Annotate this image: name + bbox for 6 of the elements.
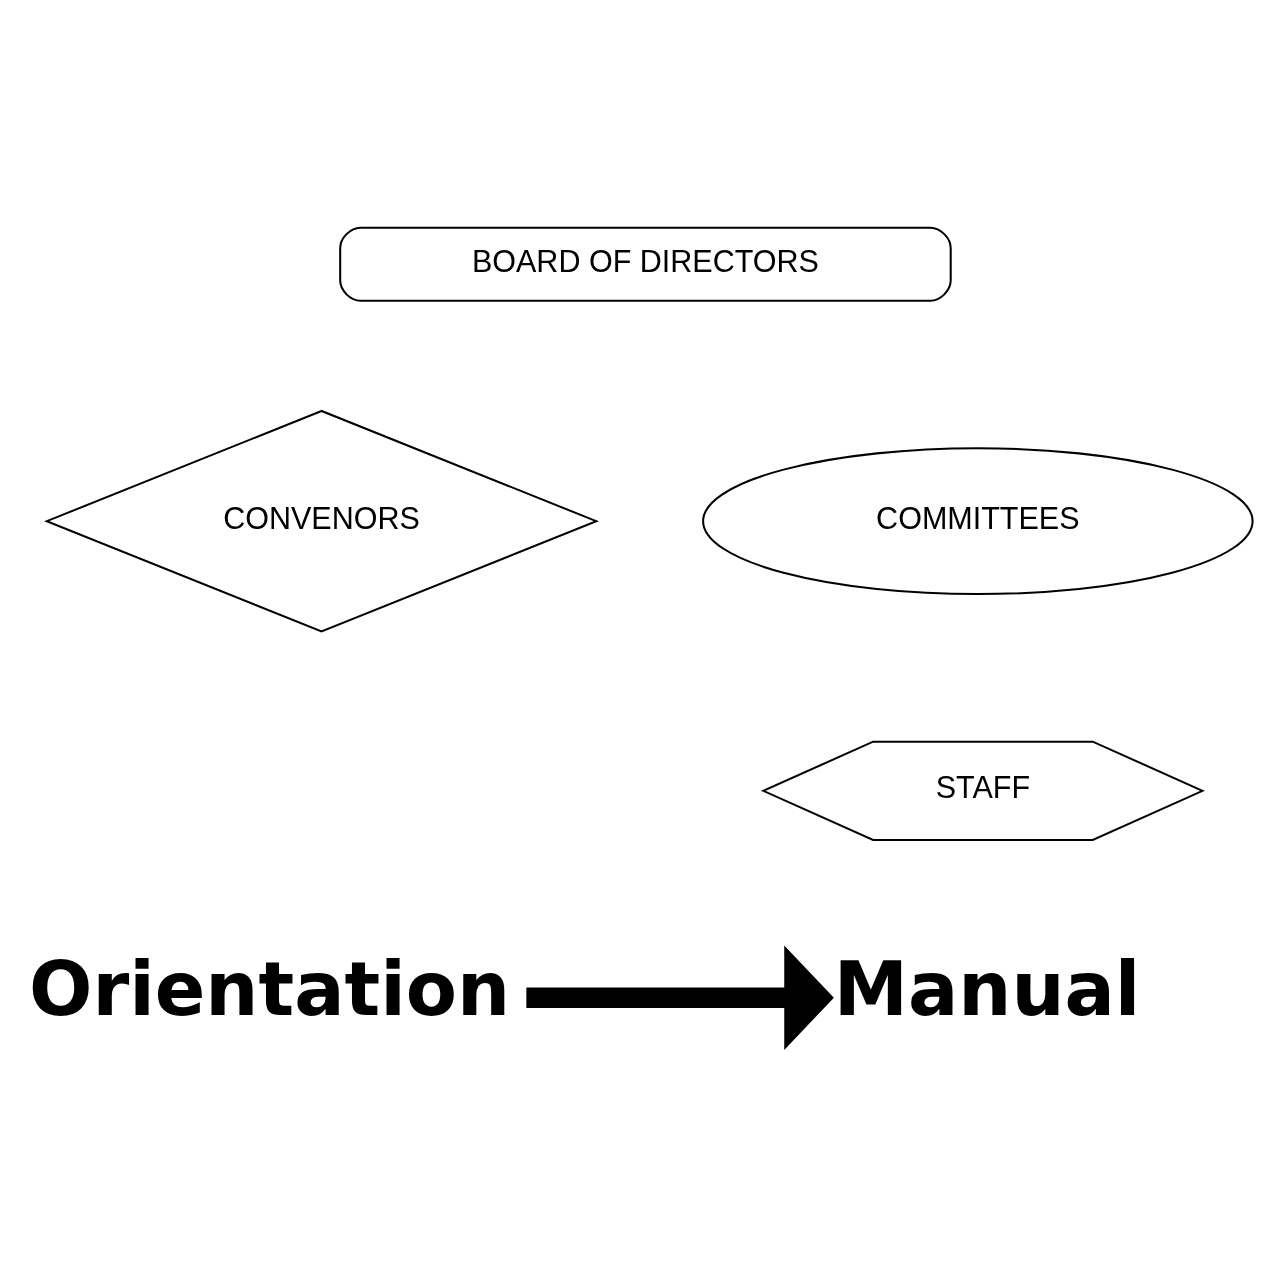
arrow (526, 945, 834, 1050)
node-box: BOARD OF DIRECTORS (339, 226, 952, 302)
node-diamond: CONVENORS (44, 409, 599, 632)
node-ellipse: COMMITTEES (702, 446, 1254, 595)
node-text: Orientation (28, 945, 511, 1033)
node-text: Manual (833, 945, 1141, 1033)
